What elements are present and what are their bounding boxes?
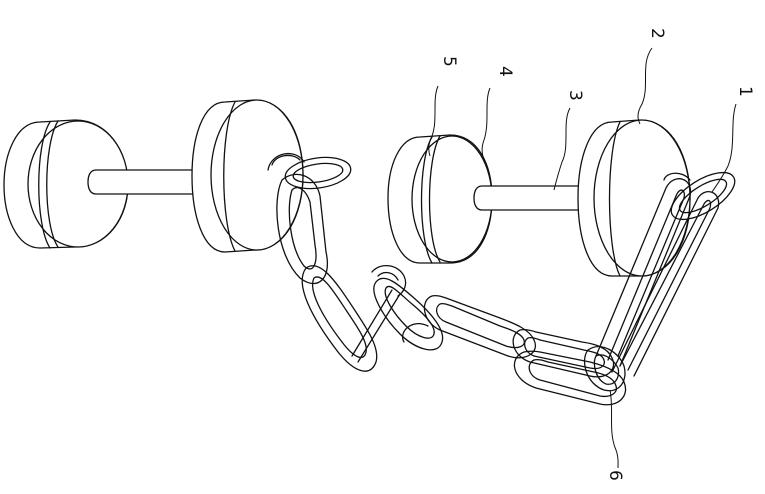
left-dumbbell (3, 99, 304, 253)
chain-link (301, 265, 378, 372)
label-6: 6 (605, 470, 625, 481)
chain (267, 152, 736, 406)
label-4: 4 (495, 66, 515, 77)
callout-leaders (428, 47, 737, 469)
label-1: 1 (735, 86, 755, 97)
chain-link (513, 350, 627, 406)
right-handle (473, 185, 585, 211)
right-dumbbell (387, 119, 691, 277)
chain-link (423, 294, 536, 359)
label-2: 2 (647, 28, 667, 39)
part-labels: 1 2 3 4 5 6 (439, 28, 755, 481)
chain-link (373, 277, 444, 351)
right-ring (663, 171, 736, 221)
left-far-plate (3, 119, 129, 249)
right-large-plate (577, 119, 691, 277)
label-3: 3 (565, 90, 585, 101)
chain-link (351, 265, 407, 363)
chain-link (611, 191, 720, 377)
label-5: 5 (439, 56, 459, 67)
chain-link (512, 328, 615, 378)
right-small-plate (387, 134, 493, 264)
left-near-plate (191, 99, 304, 253)
chain-link (276, 173, 328, 285)
left-handle (87, 169, 206, 195)
